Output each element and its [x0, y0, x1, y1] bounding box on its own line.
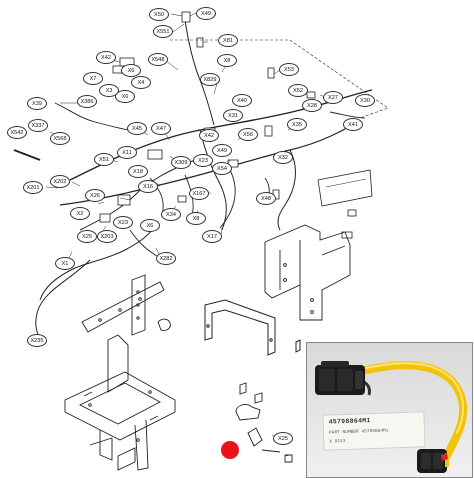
callout-X548: X548 [148, 52, 168, 66]
connector-right [417, 449, 449, 473]
callout-X31: X31 [223, 108, 243, 122]
callout-X202: X202 [50, 174, 70, 188]
callout-X40: X40 [232, 93, 252, 107]
callout-X2: X2 [70, 206, 90, 220]
callout-X25-left: X25 [77, 229, 97, 243]
red-tag [441, 453, 448, 461]
callout-X50: X50 [149, 7, 169, 21]
callout-X81: X81 [218, 33, 238, 47]
part-number-label: 45798864M1 PART NUMBER 45798864M1 X 0123 [322, 411, 426, 451]
callout-X27: X27 [323, 90, 343, 104]
yellow-wire-highlight [361, 362, 465, 434]
callout-X542: X542 [7, 125, 27, 139]
callout-X23-center: X23 [193, 153, 213, 167]
harness-branch-x17 [219, 169, 236, 229]
harness-branch-right-tail [329, 111, 366, 119]
small-parts-lower [235, 382, 293, 463]
clip [157, 318, 171, 331]
harness-branch-front [79, 159, 196, 231]
callout-X23-left: X23 [113, 215, 133, 229]
harness-branch-long [35, 259, 91, 339]
highlight-marker [221, 441, 239, 459]
callout-X11: X11 [117, 145, 137, 159]
callout-X32: X32 [273, 150, 293, 164]
label-code-text: X 0123 [329, 439, 346, 445]
cable-tie-label [325, 178, 367, 188]
harness-photo-illustration [307, 343, 472, 477]
callout-X28: X28 [302, 98, 322, 112]
callout-X16: X16 [138, 179, 158, 193]
lower-frame-assembly [64, 334, 176, 471]
harness-branch-left [39, 221, 159, 301]
callout-X39: X39 [27, 96, 47, 110]
flat-bar [81, 281, 165, 333]
callout-X49: X49 [196, 6, 216, 20]
callout-X6-upper: X6 [121, 63, 141, 77]
callout-X26: X26 [85, 188, 105, 202]
callout-X4: X4 [131, 75, 151, 89]
harness-branch-down [199, 129, 227, 231]
callout-X282: X282 [156, 251, 176, 265]
callout-X47: X47 [151, 121, 171, 135]
connectors [79, 11, 357, 239]
callout-X42-center: X42 [199, 128, 219, 142]
callout-X309: X309 [171, 155, 191, 169]
callout-X41: X41 [343, 117, 363, 131]
vertical-bracket [131, 274, 146, 336]
callout-X8: X8 [217, 53, 237, 67]
callout-X7: X7 [83, 71, 103, 85]
u-frame [204, 299, 301, 356]
callout-X235: X235 [27, 333, 47, 347]
callout-X1: X1 [55, 256, 75, 270]
callout-X551: X551 [153, 24, 173, 38]
callout-X8-lower: X8 [186, 211, 206, 225]
callout-X25-bottom: X25 [273, 431, 293, 445]
callout-X56: X56 [238, 127, 258, 141]
callout-X6-top: X6 [115, 89, 135, 103]
callout-X34: X34 [161, 207, 181, 221]
callout-X201: X201 [23, 180, 43, 194]
callout-X54: X54 [212, 161, 232, 175]
callout-X48: X48 [256, 191, 276, 205]
callout-X829: X829 [200, 72, 220, 86]
harness-branch-right [277, 149, 296, 231]
harness-branch-x39 [54, 102, 141, 133]
callout-X17: X17 [202, 229, 222, 243]
callout-X30: X30 [355, 93, 375, 107]
callout-X42: X42 [96, 50, 116, 64]
callout-X35: X35 [287, 117, 307, 131]
callout-X6-lower: X6 [140, 218, 160, 232]
callout-X203: X203 [97, 229, 117, 243]
callout-X53: X53 [279, 62, 299, 76]
callout-X3: X3 [99, 83, 119, 97]
callout-X52: X52 [288, 83, 308, 97]
cable-tie-strip [317, 169, 373, 207]
part-number-text: 45798864M1 [328, 417, 371, 426]
callout-X167: X167 [189, 186, 209, 200]
rod-left [13, 149, 41, 161]
label-detail-text: PART NUMBER 45798864M1 [328, 428, 389, 436]
callout-X386: X386 [77, 94, 97, 108]
callout-X568: X568 [50, 131, 70, 145]
callout-X49-center: X49 [212, 143, 232, 157]
callout-X51: X51 [94, 152, 114, 166]
callout-X337: X337 [28, 118, 48, 132]
mounting-bracket-right [264, 224, 351, 321]
connector-left [315, 361, 365, 395]
callout-X45: X45 [127, 121, 147, 135]
part-photo-inset: 45798864M1 PART NUMBER 45798864M1 X 0123 [306, 342, 473, 478]
callout-X18: X18 [128, 164, 148, 178]
